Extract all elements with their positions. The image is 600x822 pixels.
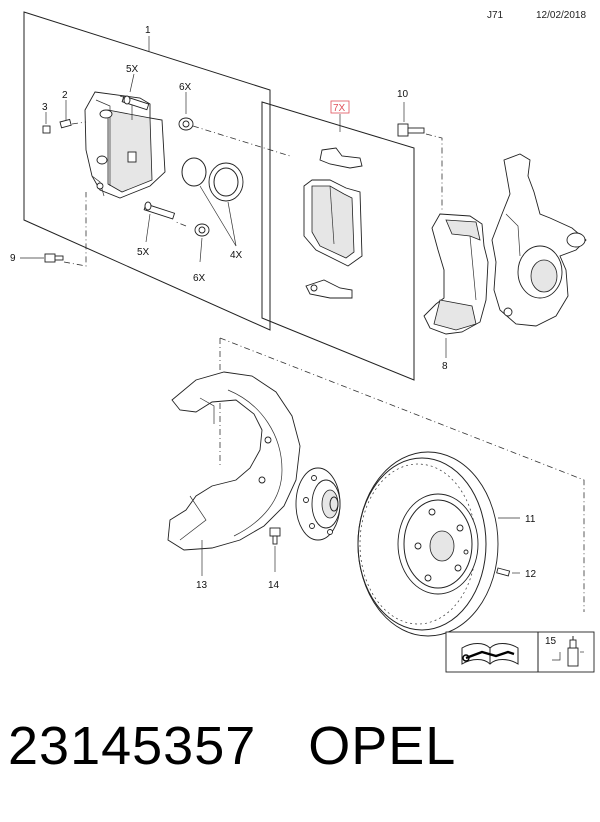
bleeder-cap bbox=[42, 125, 51, 134]
callout-1[interactable]: 1 bbox=[145, 25, 151, 36]
steering-knuckle bbox=[491, 153, 587, 327]
brake-pads bbox=[303, 147, 363, 299]
brand-name: OPEL bbox=[308, 716, 457, 776]
caliper-housing bbox=[84, 91, 166, 199]
callout-5x-top[interactable]: 5X bbox=[126, 64, 139, 75]
dust-shield bbox=[167, 371, 301, 551]
callout-15[interactable]: 15 bbox=[545, 636, 557, 647]
wheel-hub bbox=[295, 467, 341, 541]
callout-6x-top[interactable]: 6X bbox=[179, 82, 192, 93]
caliper-assembly-frame bbox=[23, 11, 271, 331]
boot-top bbox=[178, 117, 194, 131]
guide-bolt-bottom bbox=[143, 201, 176, 220]
callout-13[interactable]: 13 bbox=[196, 580, 208, 591]
brake-disc bbox=[357, 451, 499, 637]
part-number-caption: 23145357 OPEL bbox=[8, 715, 456, 777]
book-wrench-icon bbox=[461, 643, 519, 665]
bleeder-screw bbox=[59, 118, 72, 129]
grease-tube-icon bbox=[552, 636, 584, 667]
diagram-code: J71 bbox=[487, 10, 504, 21]
callout-7x-box bbox=[330, 100, 350, 114]
callout-10[interactable]: 10 bbox=[397, 89, 409, 100]
caliper-bolt-9 bbox=[44, 253, 64, 263]
callout-3[interactable]: 3 bbox=[42, 102, 48, 113]
callout-11[interactable]: 11 bbox=[525, 514, 536, 525]
callout-7x[interactable]: 7X bbox=[333, 103, 346, 114]
callout-9[interactable]: 9 bbox=[10, 253, 16, 264]
bracket-bolt-10 bbox=[397, 123, 425, 137]
part-number: 23145357 bbox=[8, 716, 257, 776]
disc-screw-12 bbox=[496, 567, 511, 577]
callout-2[interactable]: 2 bbox=[62, 90, 68, 101]
piston-seal-rings bbox=[181, 157, 244, 202]
callout-14[interactable]: 14 bbox=[268, 580, 280, 591]
callout-12[interactable]: 12 bbox=[525, 569, 537, 580]
pad-kit-frame bbox=[261, 101, 415, 381]
guide-bolt-top bbox=[121, 95, 150, 111]
shield-screw-14 bbox=[269, 527, 281, 545]
caliper-bracket bbox=[423, 213, 489, 335]
callout-6x-bottom[interactable]: 6X bbox=[193, 273, 206, 284]
callout-8[interactable]: 8 bbox=[442, 361, 448, 372]
callout-4x[interactable]: 4X bbox=[230, 250, 243, 261]
diagram-date: 12/02/2018 bbox=[536, 10, 587, 21]
callout-5x-bottom[interactable]: 5X bbox=[137, 247, 150, 258]
boot-bottom bbox=[194, 223, 210, 237]
